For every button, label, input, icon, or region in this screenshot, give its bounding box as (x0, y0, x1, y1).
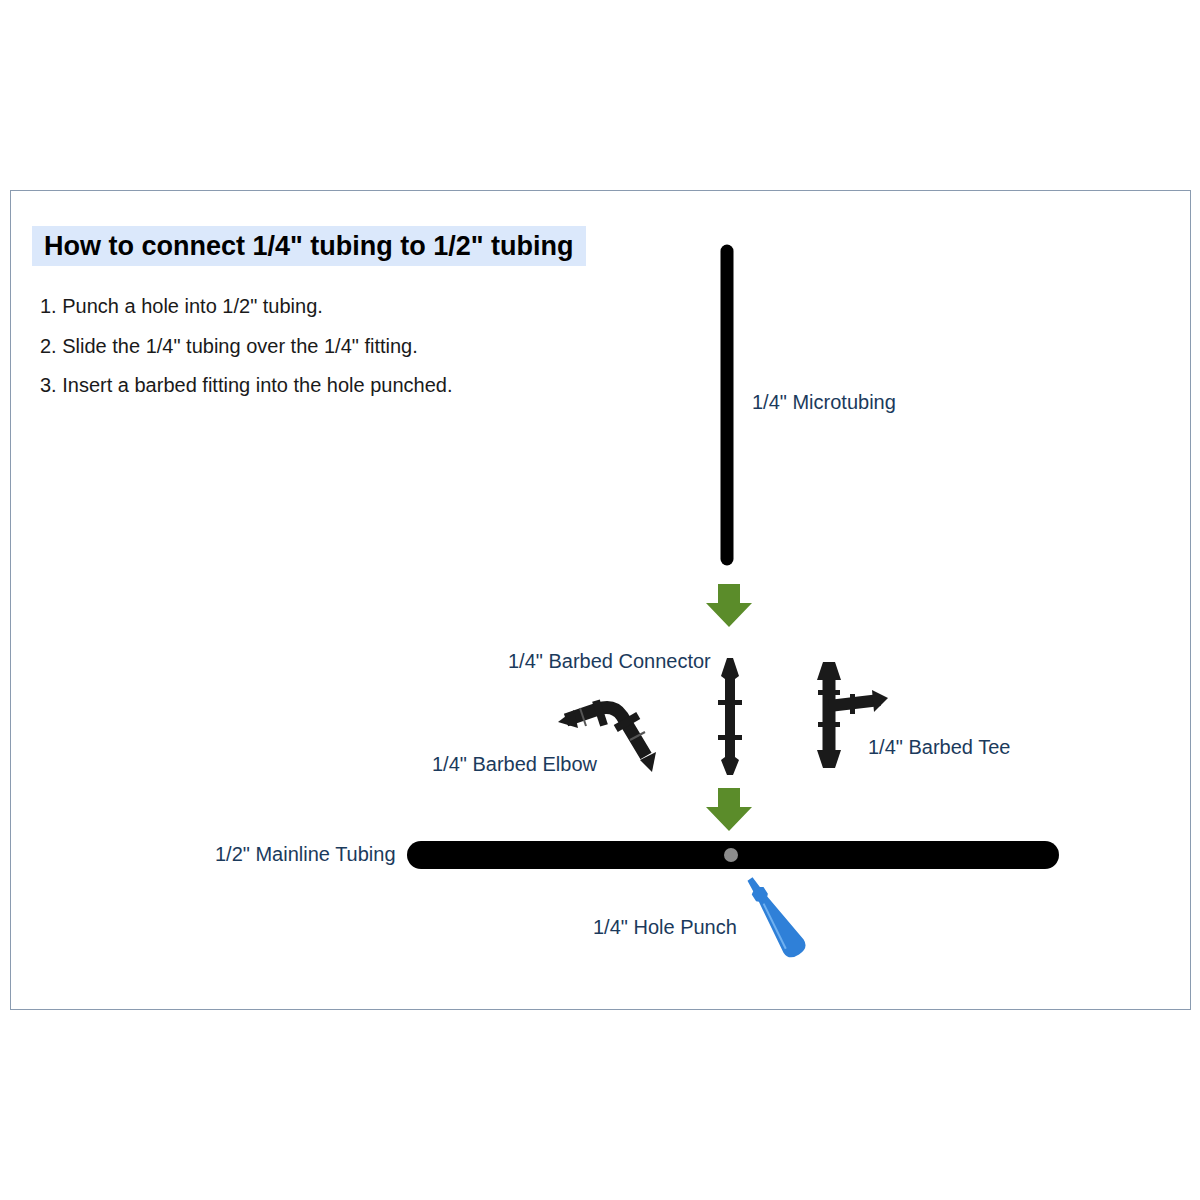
part-label: 1/4" Barbed Tee (868, 735, 1010, 759)
punched-hole (724, 848, 738, 862)
frame-border (11, 191, 1191, 1010)
down-arrow (706, 788, 752, 831)
down-arrow (706, 584, 752, 627)
barbed-connector (718, 658, 742, 775)
title: How to connect 1/4" tubing to 1/2" tubin… (44, 230, 574, 262)
instruction-step: 2. Slide the 1/4" tubing over the 1/4" f… (40, 334, 418, 358)
instruction-step: 3. Insert a barbed fitting into the hole… (40, 373, 453, 397)
microtubing (721, 251, 734, 559)
part-label: 1/4" Hole Punch (593, 915, 737, 939)
part-label: 1/4" Barbed Connector (508, 649, 711, 673)
part-label: 1/2" Mainline Tubing (215, 842, 396, 866)
mainline-tubing (407, 841, 1059, 869)
part-label: 1/4" Barbed Elbow (432, 752, 597, 776)
hole-punch (740, 872, 809, 961)
instruction-step: 1. Punch a hole into 1/2" tubing. (40, 294, 323, 318)
title-band: How to connect 1/4" tubing to 1/2" tubin… (32, 226, 586, 266)
part-label: 1/4" Microtubing (752, 390, 896, 414)
